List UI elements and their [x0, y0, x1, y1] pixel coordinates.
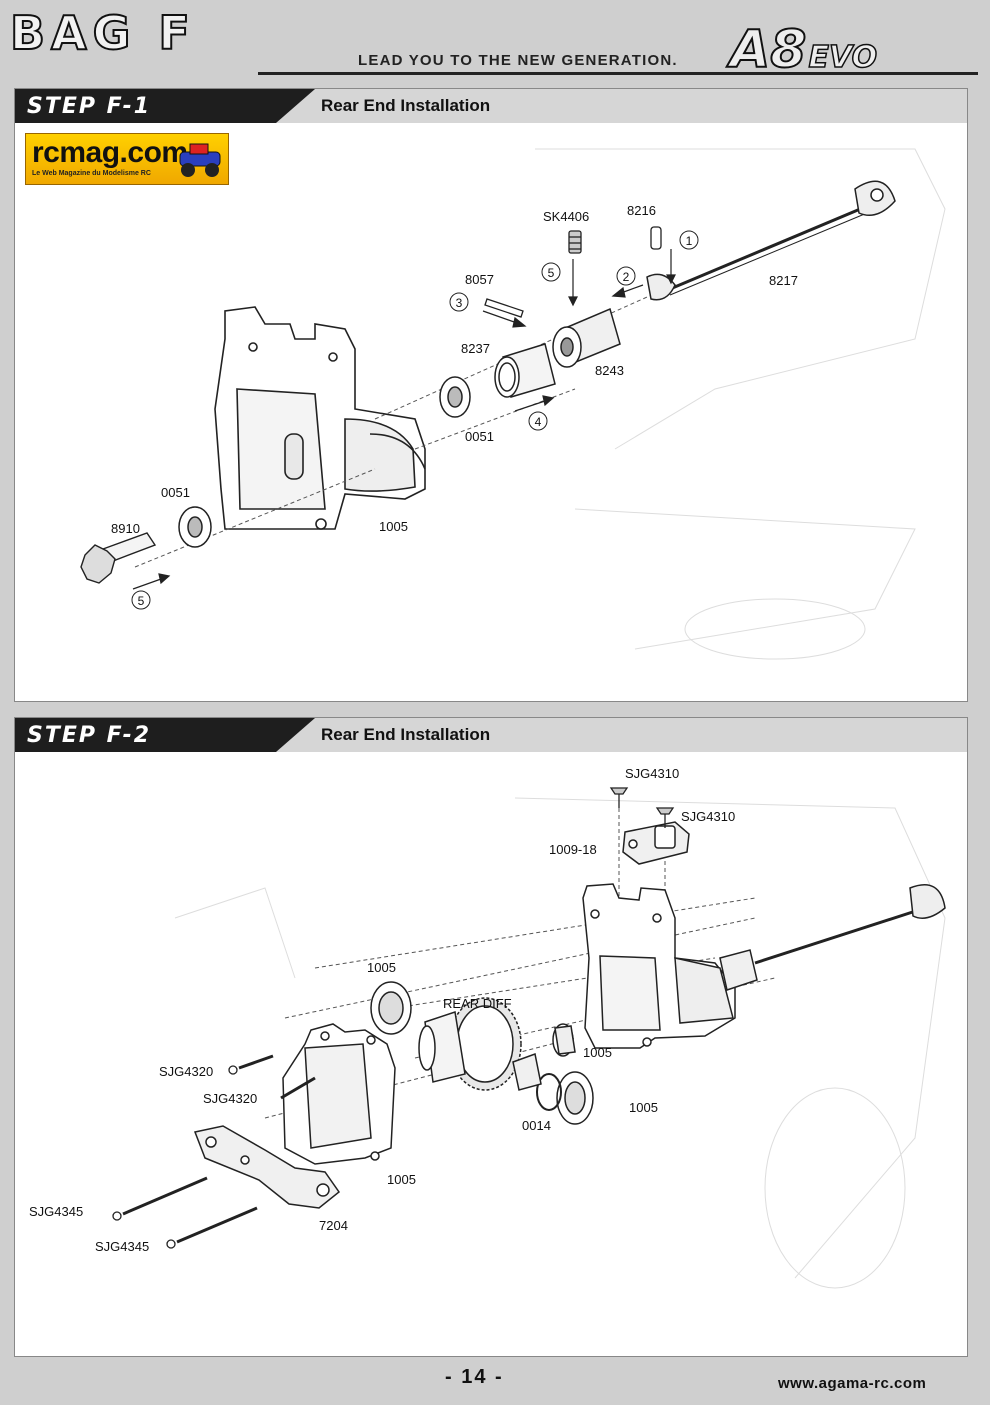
screw-sjg4320-top — [228, 1054, 274, 1075]
bearing-1005-right — [556, 1071, 594, 1125]
brand-suffix: EVO — [808, 39, 878, 76]
tagline: LEAD YOU TO THE NEW GENERATION. — [358, 52, 678, 69]
screw-sjg4320-bottom — [280, 1076, 316, 1100]
part-label-8237: 8237 — [461, 341, 490, 356]
callout-5b-text: 5 — [138, 594, 145, 608]
callout-1-text: 1 — [686, 234, 693, 248]
step-tab: STEP F-1 — [15, 89, 315, 123]
pinion-8910 — [80, 532, 157, 584]
watermark-logo: rcmag.com Le Web Magazine du Modelisme R… — [25, 133, 229, 185]
step-tab: STEP F-2 — [15, 718, 315, 752]
step-panel-f2: STEP F-2 Rear End Installation — [14, 717, 968, 1357]
part-label-1005-right: 1005 — [629, 1100, 658, 1115]
part-label-1005-bottom: 1005 — [387, 1172, 416, 1187]
step-label: STEP F-1 — [27, 94, 152, 119]
site-url[interactable]: www.agama-rc.com — [778, 1375, 927, 1392]
part-label-0014: 0014 — [522, 1118, 551, 1133]
part-label-sk4406: SK4406 — [543, 209, 589, 224]
part-label-8217: 8217 — [769, 273, 798, 288]
part-label-1009-18: 1009-18 — [549, 842, 597, 857]
part-label-sjg4320-1: SJG4320 — [159, 1064, 213, 1079]
part-label-8057: 8057 — [465, 272, 494, 287]
step-title: Rear End Installation — [321, 96, 491, 115]
part-label-8216: 8216 — [627, 203, 656, 218]
bearing-0051-left — [178, 506, 212, 548]
sleeve-8237 — [494, 343, 556, 398]
bulkhead-plate-1009-18 — [622, 821, 690, 865]
bag-title: BAG F — [9, 6, 196, 60]
part-label-sjg4345-2: SJG4345 — [95, 1239, 149, 1254]
part-label-8910: 8910 — [111, 521, 140, 536]
part-label-0051-top: 0051 — [465, 429, 494, 444]
part-label-1005: 1005 — [379, 519, 408, 534]
pin-8216 — [650, 226, 662, 250]
brand-logo: A8 EVO — [729, 20, 975, 80]
assembled-gearbox — [582, 883, 758, 1049]
callout-4: 4 — [528, 411, 548, 431]
callout-4-text: 4 — [535, 415, 542, 429]
drive-shaft — [754, 884, 946, 965]
step-panel-f1: STEP F-1 Rear End Installation rcmag.com… — [14, 88, 968, 702]
callout-5b: 5 — [131, 590, 151, 610]
part-label-0051-left: 0051 — [161, 485, 190, 500]
callout-2-text: 2 — [623, 270, 630, 284]
ghost-background — [535, 148, 946, 660]
screw-sjg4310-left — [609, 787, 629, 808]
screw-sjg4310-right — [655, 807, 675, 828]
ghost-background — [174, 797, 946, 1289]
pin-8057 — [484, 298, 524, 318]
part-label-8243: 8243 — [595, 363, 624, 378]
callout-5a-text: 5 — [548, 266, 555, 280]
part-label-sjg4320-2: SJG4320 — [203, 1091, 257, 1106]
page-number: - 14 - — [445, 1366, 504, 1388]
callout-3-text: 3 — [456, 296, 463, 310]
diagram-f1: 1 2 3 4 5 5 SK4406 8216 8217 8057 8237 8… — [80, 148, 946, 660]
step-title: Rear End Installation — [321, 725, 491, 744]
part-label-sjg4310-2: SJG4310 — [681, 809, 735, 824]
brace-7204 — [193, 1125, 341, 1209]
bushing-1005-mid — [552, 1023, 576, 1057]
rear-diff — [418, 997, 542, 1091]
o-ring-0014 — [536, 1073, 562, 1111]
watermark-name: rcmag.com — [32, 136, 188, 169]
screw-sjg4345-bottom — [166, 1206, 258, 1249]
watermark-subtitle: Le Web Magazine du Modelisme RC — [32, 170, 151, 177]
part-label-1005-mid: 1005 — [583, 1045, 612, 1060]
callout-5a: 5 — [541, 262, 561, 282]
diagram-f2: SJG4310 SJG4310 1009-18 1005 REAR DIFF 1… — [29, 766, 946, 1289]
rc-car-icon — [179, 143, 221, 177]
callout-2: 2 — [616, 266, 636, 286]
header-rule — [258, 72, 978, 75]
part-label-rear-diff: REAR DIFF — [443, 996, 512, 1011]
step-label: STEP F-2 — [27, 723, 152, 748]
part-label-1005-top: 1005 — [367, 960, 396, 975]
screw-sjg4345-top — [112, 1176, 208, 1221]
callout-3: 3 — [449, 292, 469, 312]
bearing-1005-top — [370, 981, 412, 1035]
brand-main: A8 — [729, 20, 807, 80]
part-label-sjg4345-1: SJG4345 — [29, 1204, 83, 1219]
gearbox-housing — [214, 306, 426, 530]
drive-shaft-8217 — [646, 180, 896, 301]
callout-1: 1 — [679, 230, 699, 250]
part-label-7204: 7204 — [319, 1218, 348, 1233]
part-label-sjg4310-1: SJG4310 — [625, 766, 679, 781]
bearing-0051-top — [439, 376, 471, 418]
gearbox-half-1005 — [282, 1023, 396, 1165]
outdrive-8243 — [552, 307, 621, 368]
set-screw-sk4406 — [568, 230, 582, 254]
assembly-arrows — [132, 249, 676, 590]
